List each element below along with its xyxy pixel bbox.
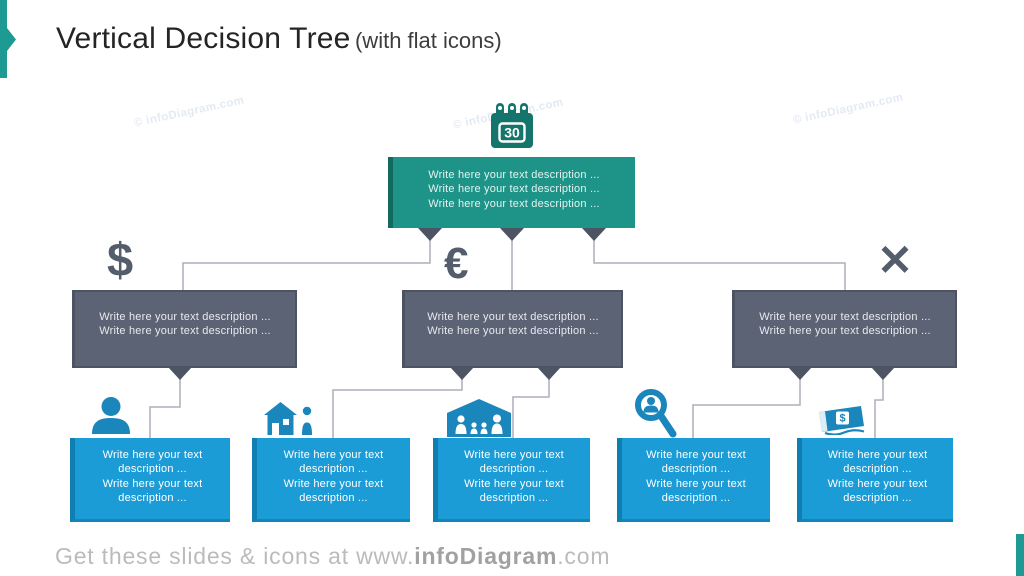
node-text-line: Write here your text [102, 477, 203, 490]
subtitle-text: (with flat icons) [354, 28, 502, 53]
node-text-line: description ... [299, 492, 368, 504]
node-text-line: Write here your text description ... [99, 325, 271, 337]
svg-text:$: $ [839, 413, 845, 425]
node-text-line: Write here your text description ... [427, 325, 599, 337]
node-text-line: Write here your text [283, 477, 384, 490]
root-node: Write here your text description ... Wri… [388, 157, 635, 228]
node-text-line: description ... [661, 463, 731, 475]
node-text-line: Write here your text [827, 448, 928, 461]
calendar-30-icon: 30 [491, 103, 533, 148]
node-text-line: description ... [843, 492, 912, 504]
money-banner-icon: $ [819, 406, 865, 435]
node-text-line: description ... [479, 492, 549, 504]
leaf-node-money: Write here your text description ... Wri… [797, 438, 953, 522]
family-icon [447, 399, 511, 437]
node-text-line: Write here your text description ... [99, 310, 271, 323]
node-text-line: description ... [843, 463, 912, 475]
leaf-node-person: Write here your text description ... Wri… [70, 438, 230, 522]
close-icon: ✕ [877, 237, 914, 285]
person-icon [92, 397, 130, 434]
node-text-line: Write here your text [646, 448, 746, 461]
node-text-line: description ... [118, 463, 187, 475]
node-text-line: Write here your text [464, 477, 564, 490]
accent-bar-right [1016, 534, 1024, 576]
node-text-line: Write here your text [283, 448, 384, 461]
footer-prefix: Get these slides & icons at www. [55, 543, 415, 569]
node-text-line: description ... [479, 463, 549, 475]
node-text-line: Write here your text description ... [427, 310, 599, 323]
leaf-node-house: Write here your text description ... Wri… [252, 438, 410, 522]
node-text-line: Write here your text [464, 448, 564, 461]
node-text-line: Write here your text description ... [428, 168, 600, 181]
branch-node-dollar: Write here your text description ... Wri… [72, 290, 297, 368]
footer-brand: infoDiagram [414, 543, 558, 569]
node-text-line: description ... [299, 463, 368, 475]
node-text-line: Write here your text description ... [428, 183, 600, 196]
house-person-icon [264, 402, 312, 435]
dollar-icon: $ [107, 233, 134, 286]
search-person-icon [635, 389, 677, 438]
footer-suffix: .com [557, 543, 611, 569]
euro-icon: € [444, 239, 469, 288]
title-text: Vertical Decision Tree [56, 22, 351, 55]
node-text-line: Write here your text description ... [759, 325, 931, 337]
node-text-line: Write here your text [646, 477, 746, 490]
leaf-node-family: Write here your text description ... Wri… [433, 438, 590, 522]
branch-node-euro: Write here your text description ... Wri… [402, 290, 623, 368]
accent-bar-chevron-icon [0, 0, 16, 78]
node-text-line: Write here your text [102, 448, 203, 461]
node-text-line: Write here your text description ... [759, 310, 931, 323]
node-text-line: description ... [661, 492, 731, 504]
footer-credit: Get these slides & icons at www.infoDiag… [55, 543, 610, 570]
node-text-line: description ... [118, 492, 187, 504]
branch-node-close: Write here your text description ... Wri… [732, 290, 957, 368]
calendar-day-label: 30 [504, 125, 520, 141]
node-text-line: Write here your text [827, 477, 928, 490]
leaf-node-search: Write here your text description ... Wri… [617, 438, 770, 522]
page-title: Vertical Decision Tree (with flat icons) [56, 22, 502, 56]
node-text-line: Write here your text description ... [428, 197, 600, 210]
